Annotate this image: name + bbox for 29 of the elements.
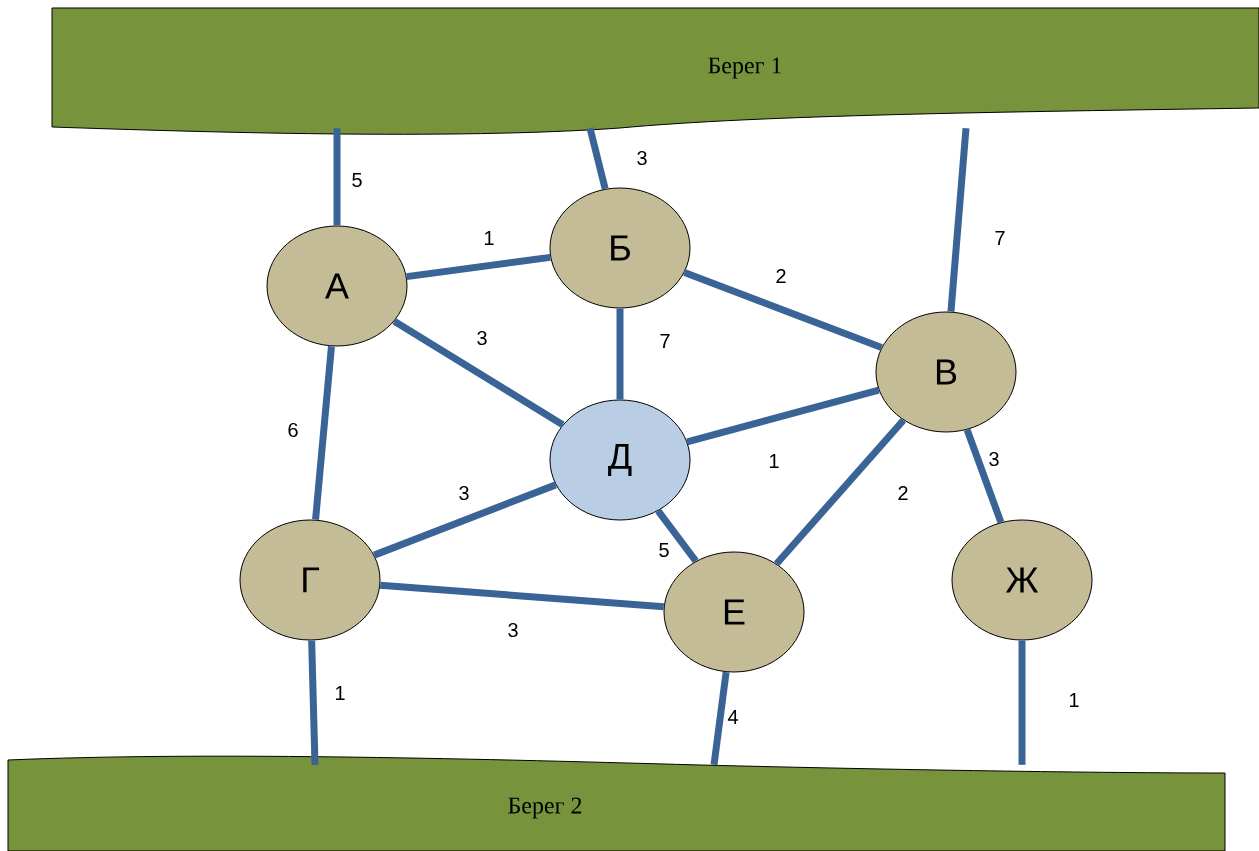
bridge-line bbox=[683, 269, 883, 351]
bridge-line bbox=[406, 253, 551, 281]
edge-label: 5 bbox=[352, 173, 362, 187]
edge-label: 2 bbox=[898, 486, 908, 500]
edge-label: 3 bbox=[508, 622, 518, 638]
edge-label: 7 bbox=[660, 334, 670, 348]
bridge-line bbox=[616, 308, 624, 400]
shore-band: Берег 1 bbox=[51, 7, 1259, 135]
edge-label: 1 bbox=[484, 231, 494, 245]
bridge-line bbox=[773, 417, 907, 567]
edge-label: 1 bbox=[769, 454, 779, 468]
bridge-line bbox=[686, 386, 880, 446]
bridge-line bbox=[586, 127, 609, 190]
edge-label: 6 bbox=[288, 422, 298, 438]
edge-label: 7 bbox=[995, 231, 1005, 245]
edge-label: 3 bbox=[459, 485, 469, 501]
bridge-line bbox=[710, 671, 730, 766]
edge-label: 1 bbox=[335, 686, 345, 700]
bridge-line bbox=[963, 428, 1005, 524]
edge-label: 4 bbox=[727, 710, 738, 724]
edge-label: 2 bbox=[776, 269, 786, 283]
bridge-line bbox=[392, 318, 565, 428]
edge-label: 3 bbox=[989, 451, 999, 467]
edge-label: 3 bbox=[477, 330, 487, 346]
bridge-line bbox=[373, 481, 557, 559]
edge-label: 3 bbox=[637, 150, 647, 166]
bridge-line bbox=[655, 508, 699, 564]
shore-band: Берег 2 bbox=[7, 755, 1226, 851]
edge-label: 1 bbox=[1069, 693, 1079, 707]
